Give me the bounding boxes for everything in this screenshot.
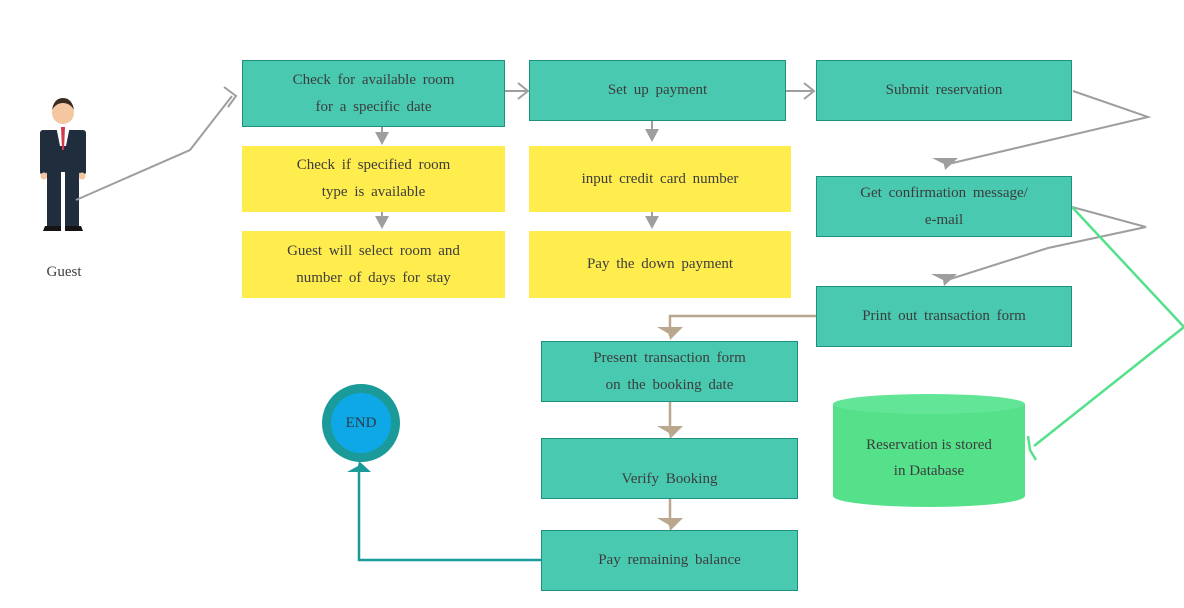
step-get-confirmation-line-1: Get confirmation message/ [860,184,1028,201]
step-check-room-line-1: Check for available room [292,71,455,88]
step-present-transaction-form-line-1: Present transaction form [593,349,746,366]
gray-arrowheads [375,129,958,286]
end-label: END [331,393,391,453]
end-arrowhead [347,461,371,472]
step-guest-select-room-line-2: number of days for stay [296,269,451,286]
step-setup-payment-line-1: Set up payment [607,82,708,98]
step-setup-payment: Set up payment [529,60,786,121]
step-guest-select-room: Guest will select room and number of day… [242,231,505,298]
arrow-confirmation-to-print [943,206,1147,282]
step-check-room-type: Check if specified room type is availabl… [242,146,505,212]
step-verify-booking: Verify Booking [541,438,798,499]
arrowhead-database [1026,435,1038,461]
step-input-credit-card-line-1: input credit card number [581,170,739,187]
arrow-submit-to-confirmation [943,90,1152,166]
step-get-confirmation: Get confirmation message/ e-mail [816,176,1072,237]
step-verify-booking-line-1: Verify Booking [621,471,718,487]
database-cylinder [833,394,1025,507]
step-input-credit-card: input credit card number [529,146,791,212]
database-label-line-1: Reservation is stored [866,437,992,453]
step-present-transaction-form-line-2: on the booking date [605,376,734,393]
step-pay-down-payment-line-1: Pay the down payment [586,256,734,272]
step-check-room: Check for available room for a specific … [242,60,505,127]
arrowhead-check-room [223,86,238,108]
step-submit-reservation-line-1: Submit reservation [885,82,1003,98]
step-pay-down-payment: Pay the down payment [529,231,791,298]
arrowhead-submit [803,82,816,100]
arrow-pay-remaining-to-end [357,468,541,562]
step-submit-reservation: Submit reservation [816,60,1072,121]
tan-arrowheads [657,327,683,531]
arrowhead-setup-payment [517,82,530,100]
step-check-room-type-line-1: Check if specified room [296,157,451,173]
step-check-room-line-2: for a specific date [315,98,432,115]
step-print-transaction-form: Print out transaction form [816,286,1072,347]
end-terminal: END [322,384,400,462]
step-pay-remaining-balance: Pay remaining balance [541,530,798,591]
step-pay-remaining-balance-line-1: Pay remaining balance [598,552,741,568]
step-print-transaction-form-line-1: Print out transaction form [862,308,1026,324]
step-present-transaction-form: Present transaction form on the booking … [541,341,798,402]
step-get-confirmation-line-2: e-mail [924,211,964,228]
database-label: Reservation is stored in Database [833,432,1025,484]
businessman-icon [40,98,86,231]
step-check-room-type-line-2: type is available [321,184,426,200]
arrow-guest-to-check-room [75,95,233,201]
database-label-line-2: in Database [893,463,965,479]
step-guest-select-room-line-1: Guest will select room and [287,242,460,259]
arrow-confirmation-to-database [1033,206,1184,447]
guest-label: Guest [46,264,82,280]
arrow-print-to-present [668,314,817,336]
